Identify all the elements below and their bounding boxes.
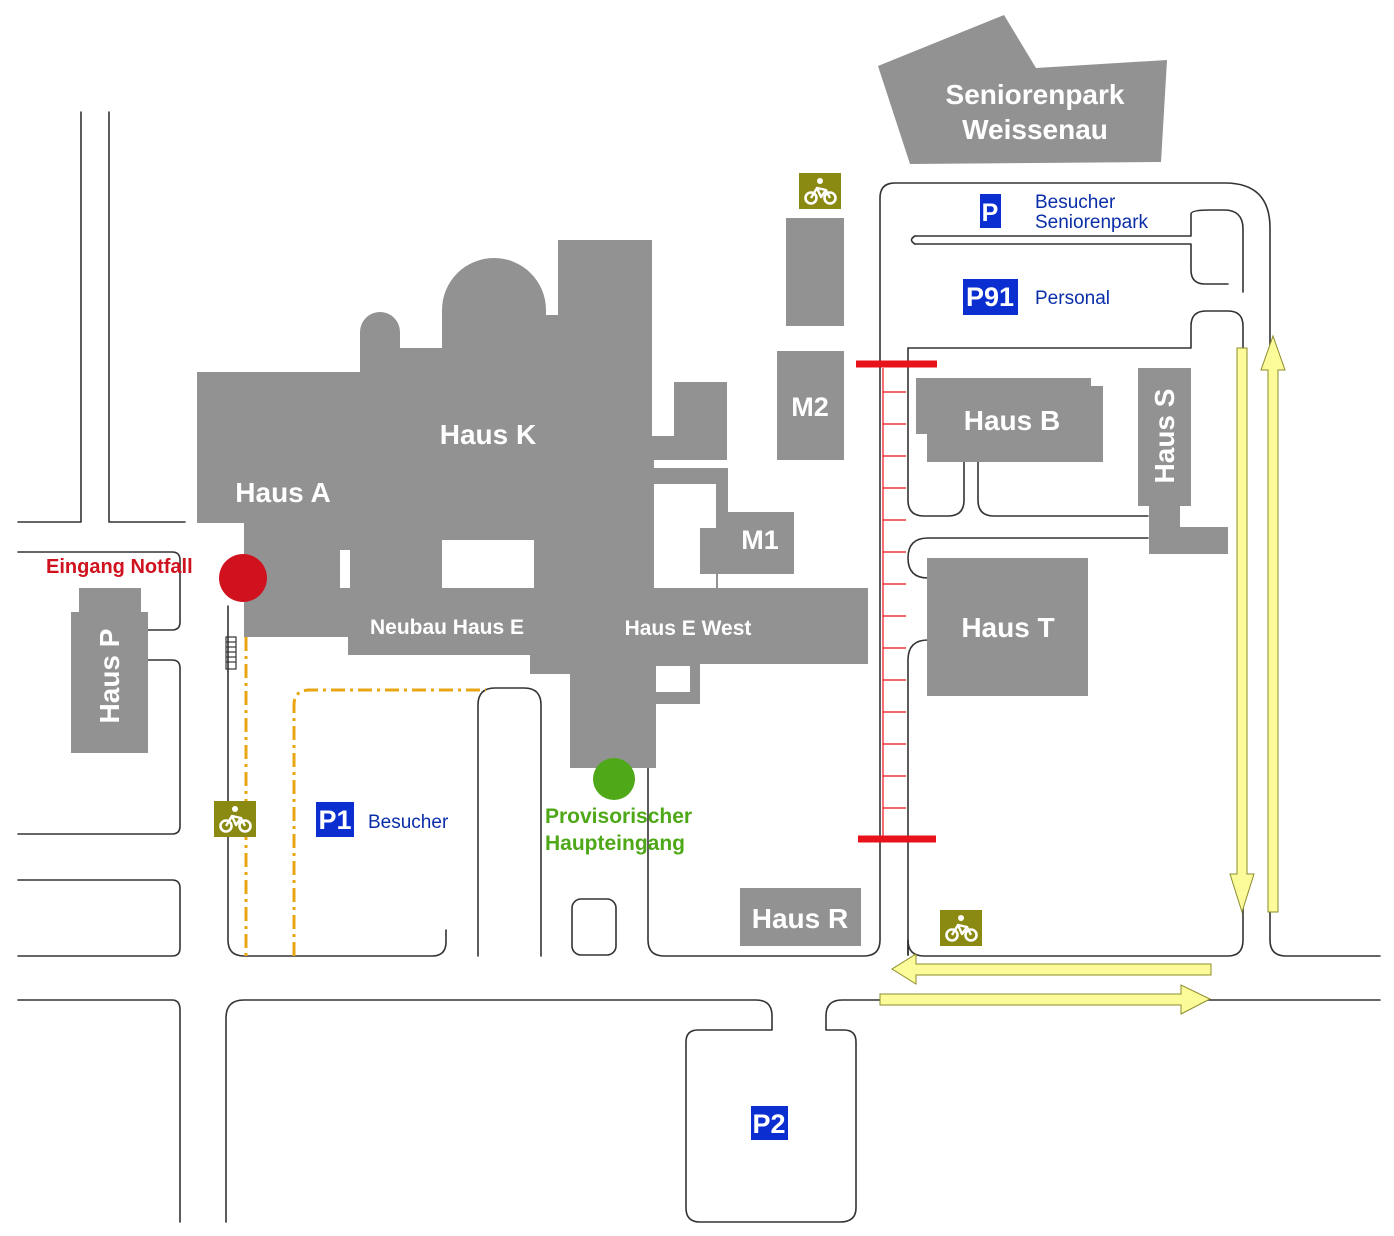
main-entrance-marker (593, 758, 635, 800)
svg-text:P1: P1 (318, 805, 351, 835)
haus-k-label: Haus K (440, 419, 536, 450)
main-entrance-label-line1: Provisorischer (545, 805, 692, 828)
building-m2 (777, 351, 844, 460)
entrances: Eingang Notfall Provisorischer Haupteing… (46, 554, 692, 855)
crosswalk (882, 368, 906, 836)
parking-p91-label: Personal (1035, 288, 1110, 309)
neubau-haus-e-label: Neubau Haus E (370, 616, 524, 639)
building-haus-s (1138, 368, 1228, 554)
arrow-icon (1260, 334, 1286, 913)
seniorenpark-building (878, 15, 1167, 164)
arrow-icon (879, 984, 1212, 1015)
arrow-icon (891, 953, 1212, 985)
arrow-icon (1229, 347, 1255, 914)
buildings (71, 15, 1228, 946)
parking-sign-p91 (963, 279, 1018, 315)
bike-rack (225, 636, 237, 670)
parking-signs: P Besucher Seniorenpark P91 Personal P1 … (316, 192, 1149, 1140)
barriers (856, 360, 937, 843)
haus-b-label: Haus B (964, 405, 1060, 436)
bicycle-icon (212, 799, 258, 839)
seniorenpark-label-line2: Weissenau (962, 114, 1108, 145)
traffic-arrows (879, 334, 1286, 1015)
bicycle-icon (797, 171, 843, 211)
svg-text:P2: P2 (752, 1109, 785, 1139)
haus-t-label: Haus T (961, 612, 1054, 643)
parking-sign-p2 (751, 1106, 788, 1140)
emergency-entrance-label: Eingang Notfall (46, 556, 193, 578)
haus-p-label: Haus P (94, 629, 125, 724)
haus-e-west-label: Haus E West (625, 617, 752, 640)
bike-path (244, 637, 486, 956)
road-network (17, 111, 1381, 1223)
m2-label: M2 (791, 392, 829, 422)
parking-p1-label: Besucher (368, 812, 449, 833)
haus-r-label: Haus R (752, 903, 848, 934)
building-haus-p (71, 588, 148, 753)
svg-text:P: P (982, 199, 999, 227)
m1-label: M1 (741, 525, 779, 555)
main-hospital-building (197, 240, 868, 768)
main-entrance-label-line2: Haupteingang (545, 832, 685, 855)
bicycle-icon (938, 908, 984, 948)
small-building-north (786, 218, 844, 326)
parking-sign-p1 (316, 802, 354, 837)
parking-senior-label-line1: Besucher (1035, 192, 1116, 213)
building-haus-t (927, 558, 1088, 696)
building-labels: Seniorenpark Weissenau Haus K Haus A Neu… (94, 79, 1180, 934)
emergency-entrance-marker (219, 554, 267, 602)
building-haus-r (740, 888, 861, 946)
seniorenpark-label-line1: Seniorenpark (946, 79, 1125, 110)
parking-senior-label-line2: Seniorenpark (1035, 212, 1149, 233)
haus-s-label: Haus S (1149, 389, 1180, 484)
parking-sign-senior (980, 194, 1001, 228)
svg-text:P91: P91 (966, 282, 1014, 312)
haus-a-label: Haus A (235, 477, 330, 508)
